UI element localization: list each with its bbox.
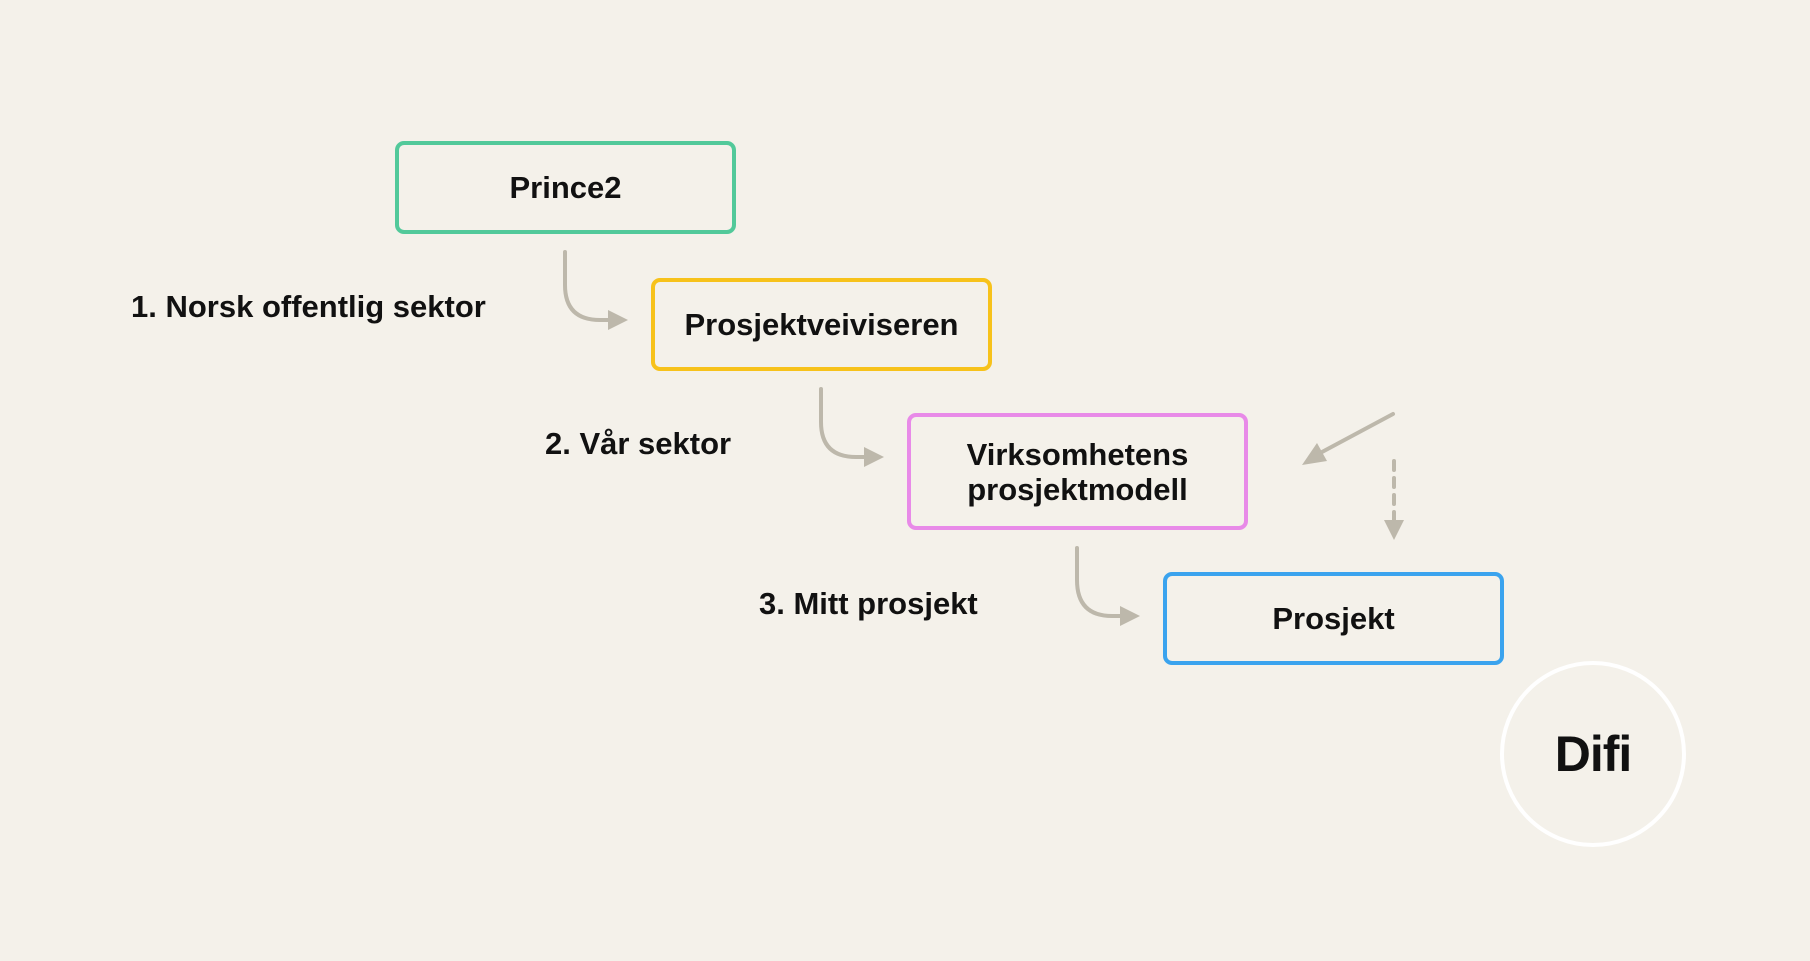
virksomhetens-prosjektmodell-label: Virksomhetens prosjektmodell bbox=[966, 436, 1189, 507]
arrowhead-dashed bbox=[1384, 520, 1404, 540]
prince2-box: Prince2 bbox=[395, 141, 736, 234]
prosjekt-label: Prosjekt bbox=[1272, 601, 1395, 636]
connector-virksomhetens-to-prosjekt bbox=[1075, 546, 1126, 618]
step-label-2: 2. Vår sektor bbox=[545, 426, 732, 461]
connector-prince2-to-prosjektveiviseren bbox=[563, 250, 614, 322]
virksomhetens-prosjektmodell-box: Virksomhetens prosjektmodell bbox=[907, 413, 1248, 530]
step-label-1: 1. Norsk offentlig sektor bbox=[131, 289, 486, 324]
prince2-label: Prince2 bbox=[509, 170, 622, 205]
arrowhead-virksomhetens bbox=[864, 447, 884, 467]
step-label-3: 3. Mitt prosjekt bbox=[759, 586, 978, 621]
prosjekt-box: Prosjekt bbox=[1163, 572, 1504, 665]
difi-logo: Difi bbox=[1500, 661, 1686, 847]
arrowhead-feedback bbox=[1302, 443, 1327, 465]
arrowhead-prosjekt bbox=[1120, 606, 1140, 626]
difi-logo-text: Difi bbox=[1554, 726, 1633, 782]
prosjektveiviseren-label: Prosjektveiviseren bbox=[684, 307, 959, 342]
connector-feedback-line bbox=[1320, 412, 1395, 454]
arrowhead-prosjektveiviseren bbox=[608, 310, 628, 330]
connector-prosjektveiviseren-to-virksomhetens bbox=[819, 387, 870, 459]
prosjektveiviseren-box: Prosjektveiviseren bbox=[651, 278, 992, 371]
